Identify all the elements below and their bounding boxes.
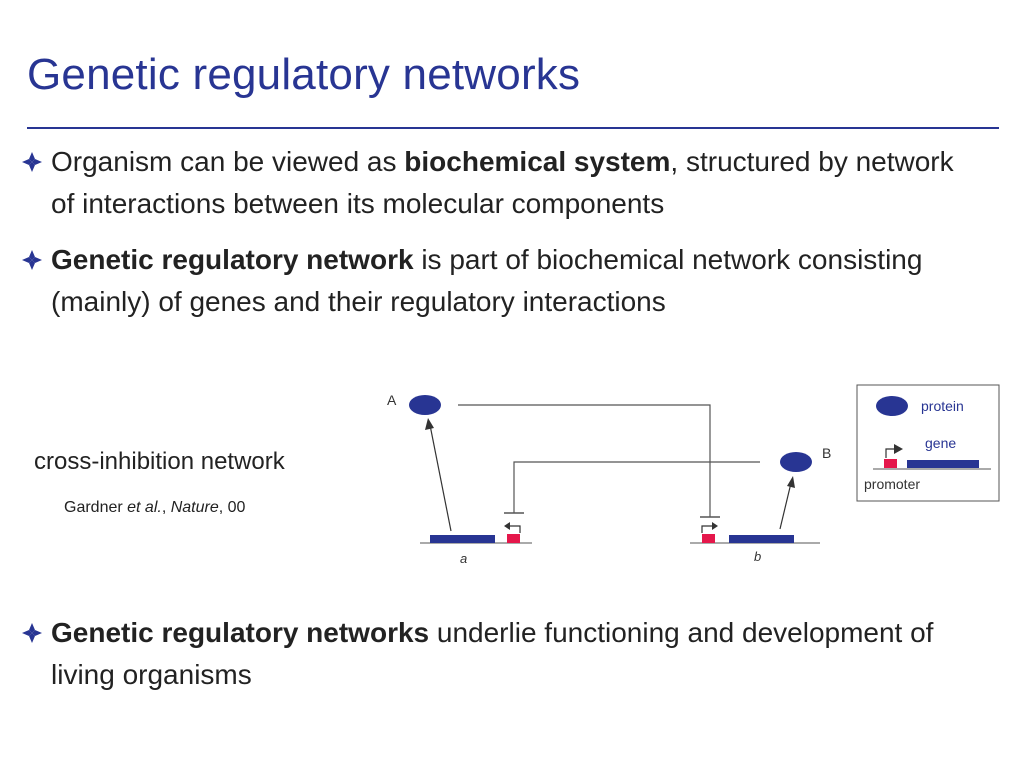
legend-protein-icon (876, 396, 908, 416)
diamond-bullet-icon (22, 250, 42, 270)
bullet-text-post: underlie functioning and development of … (51, 617, 934, 690)
promoter-b-icon (702, 534, 715, 543)
legend-box: protein gene promoter (856, 384, 1000, 502)
slide-title: Genetic regulatory networks (27, 50, 581, 99)
citation-authors: Gardner (64, 499, 128, 516)
citation-sep: , (161, 499, 171, 516)
bullet-text-bold: Genetic regulatory network (51, 244, 414, 275)
transcription-arrow-a-icon (508, 525, 521, 533)
diamond-bullet-icon (22, 623, 42, 643)
diagram-caption: cross-inhibition network (34, 448, 285, 475)
legend-protein-label: protein (921, 398, 964, 414)
bullet-text-post: is part of biochemical network consistin… (51, 244, 923, 317)
title-underline (27, 127, 999, 129)
gene-b-label: b (754, 549, 761, 564)
gene-a-label: a (460, 551, 467, 566)
bullet-biochemical-system: Organism can be viewed as biochemical sy… (21, 141, 981, 225)
protein-a-label: A (387, 392, 397, 408)
citation: Gardner et al., Nature, 00 (64, 499, 245, 517)
bullet-text-pre: Organism can be viewed as (51, 146, 405, 177)
promoter-a-icon (507, 534, 520, 543)
bullet-text-bold: biochemical system (404, 146, 671, 177)
citation-year: , 00 (218, 499, 246, 516)
citation-journal: Nature (170, 499, 219, 516)
gene-a-icon (430, 535, 495, 543)
legend-promoter-icon (884, 459, 897, 468)
legend-transcription-arrow-icon (885, 448, 896, 458)
legend-promoter-label: promoter (864, 476, 920, 492)
expression-arrow-b-icon (779, 482, 792, 530)
inhibition-line-b-to-a (513, 461, 760, 513)
inhibition-line-a-to-b (458, 404, 711, 517)
transcription-arrow-b-icon (701, 525, 714, 533)
citation-etal: et al. (127, 499, 162, 516)
bullet-text-post: , structured by network of interactions … (51, 146, 954, 219)
diamond-bullet-icon (22, 152, 42, 172)
bullet-text-bold: Genetic regulatory networks (51, 617, 430, 648)
protein-b-icon (780, 452, 812, 472)
bullet-genetic-regulatory-network: Genetic regulatory network is part of bi… (21, 239, 981, 323)
protein-a-icon (409, 395, 441, 415)
bullet-underlie-functioning: Genetic regulatory networks underlie fun… (21, 612, 981, 696)
expression-arrow-a-icon (429, 424, 452, 532)
gene-b-icon (729, 535, 794, 543)
legend-gene-label: gene (925, 435, 956, 451)
legend-gene-icon (907, 460, 979, 468)
protein-b-label: B (822, 445, 831, 461)
